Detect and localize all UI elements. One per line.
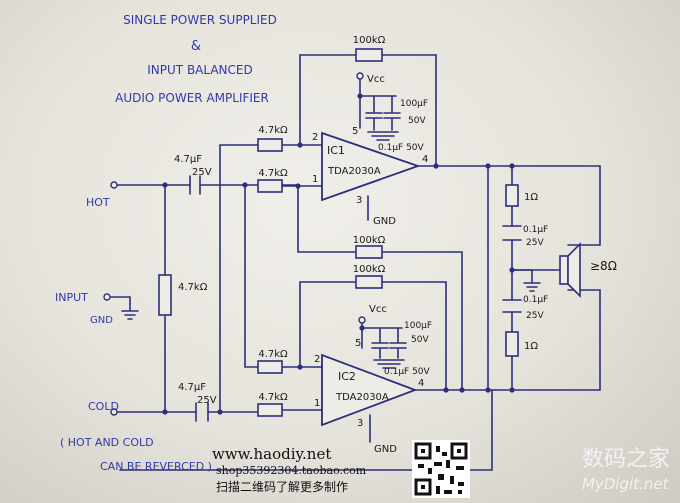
watermark-brand-cn: 数码之家 [582, 447, 670, 472]
resistor-fb2 [355, 245, 383, 259]
ic1-pin-minus: 2 [312, 132, 318, 143]
watermark-brand-en: MyDigit.net [582, 475, 670, 493]
label-fb1: 100kΩ [353, 35, 386, 46]
label-r-in2b: 4.7kΩ [258, 392, 288, 403]
label-zob-c2-a: 0.1µF [523, 295, 548, 305]
resistor-r-input [158, 274, 172, 316]
label-dec1-c: 0.1µF 50V [378, 143, 425, 153]
label-r-input: 4.7kΩ [178, 282, 208, 293]
capacitors [189, 95, 522, 422]
label-dec2-a: 100µF [404, 321, 432, 331]
ic1-pin-plus: 1 [312, 174, 318, 185]
title-line-3: INPUT BALANCED [147, 63, 252, 77]
label-cold: COLD [88, 400, 119, 413]
watermark-site: www.haodiy.net [212, 445, 331, 463]
ic1-name: IC1 [327, 144, 345, 157]
ic2-name: IC2 [338, 370, 356, 383]
label-dec1-a: 100µF [400, 99, 428, 109]
label-c-in2-a: 4.7µF [178, 382, 206, 393]
ic2-pin-vcc: 5 [355, 338, 361, 349]
ic2-pin-gnd: 3 [357, 418, 363, 429]
ic1-part: TDA2030A [327, 166, 381, 177]
title-line-4: AUDIO POWER AMPLIFIER [115, 91, 269, 105]
label-zob-c1-b: 25V [526, 238, 544, 248]
ic1-pin-out: 4 [422, 154, 428, 165]
ic1-gnd-label: GND [373, 216, 396, 227]
label-r-in1a: 4.7kΩ [258, 125, 288, 136]
ic2-vcc-label: Vcc [369, 304, 387, 315]
label-c-in2-b: 25V [197, 395, 217, 406]
resistors [158, 48, 519, 417]
label-fb2: 100kΩ [353, 235, 386, 246]
label-input: INPUT [55, 291, 88, 304]
resistor-r-in1a [257, 138, 283, 152]
label-dec1-b: 50V [408, 116, 426, 126]
ic2-pin-out: 4 [418, 378, 424, 389]
resistor-fb3 [355, 275, 383, 289]
note-line-1: ( HOT AND COLD [60, 436, 154, 449]
ic2-pin-plus: 1 [314, 398, 320, 409]
label-c-in1-b: 25V [192, 167, 212, 178]
resistor-zob-r1 [505, 184, 519, 207]
resistor-r-in2a [257, 360, 283, 374]
label-r-in2a: 4.7kΩ [258, 349, 288, 360]
resistor-fb1 [355, 48, 383, 62]
ic1-pin-gnd: 3 [356, 195, 362, 206]
ic2-part: TDA2030A [335, 392, 389, 403]
ic1-opamp [321, 131, 421, 202]
label-dec2-c: 0.1µF 50V [384, 367, 431, 377]
ic2-pin-minus: 2 [314, 354, 320, 365]
label-c-in1-a: 4.7µF [174, 154, 202, 165]
label-gnd: GND [90, 315, 113, 326]
watermark-shop: shop35392304.taobao.com [216, 464, 367, 477]
ic2-opamp [321, 353, 418, 427]
resistor-zob-r2 [505, 331, 519, 357]
resistor-r-in2b [257, 403, 283, 417]
ic2-gnd-label: GND [374, 444, 397, 455]
terminals [103, 72, 366, 416]
note-line-2: CAN BE REVERCED ) [100, 460, 212, 473]
label-speaker: ≥8Ω [590, 259, 617, 273]
label-fb3: 100kΩ [353, 264, 386, 275]
label-r-in1b: 4.7kΩ [258, 168, 288, 179]
qr-code-icon [412, 440, 470, 498]
title-line-1: SINGLE POWER SUPPLIED [123, 13, 277, 27]
title-line-2: & [191, 39, 201, 54]
watermark-scan: 扫描二维码了解更多制作 [216, 480, 348, 494]
label-hot: HOT [86, 196, 110, 209]
junction-dots [162, 93, 515, 415]
resistor-r-in1b [257, 179, 283, 193]
ground-symbols [121, 282, 541, 320]
speaker-icon [559, 242, 581, 298]
ic1-vcc-label: Vcc [367, 74, 385, 85]
label-dec2-b: 50V [411, 335, 429, 345]
label-zob-r1: 1Ω [524, 192, 538, 203]
label-zob-c1-a: 0.1µF [523, 225, 548, 235]
label-zob-r2: 1Ω [524, 341, 538, 352]
ic1-pin-vcc: 5 [352, 126, 358, 137]
label-zob-c2-b: 25V [526, 311, 544, 321]
